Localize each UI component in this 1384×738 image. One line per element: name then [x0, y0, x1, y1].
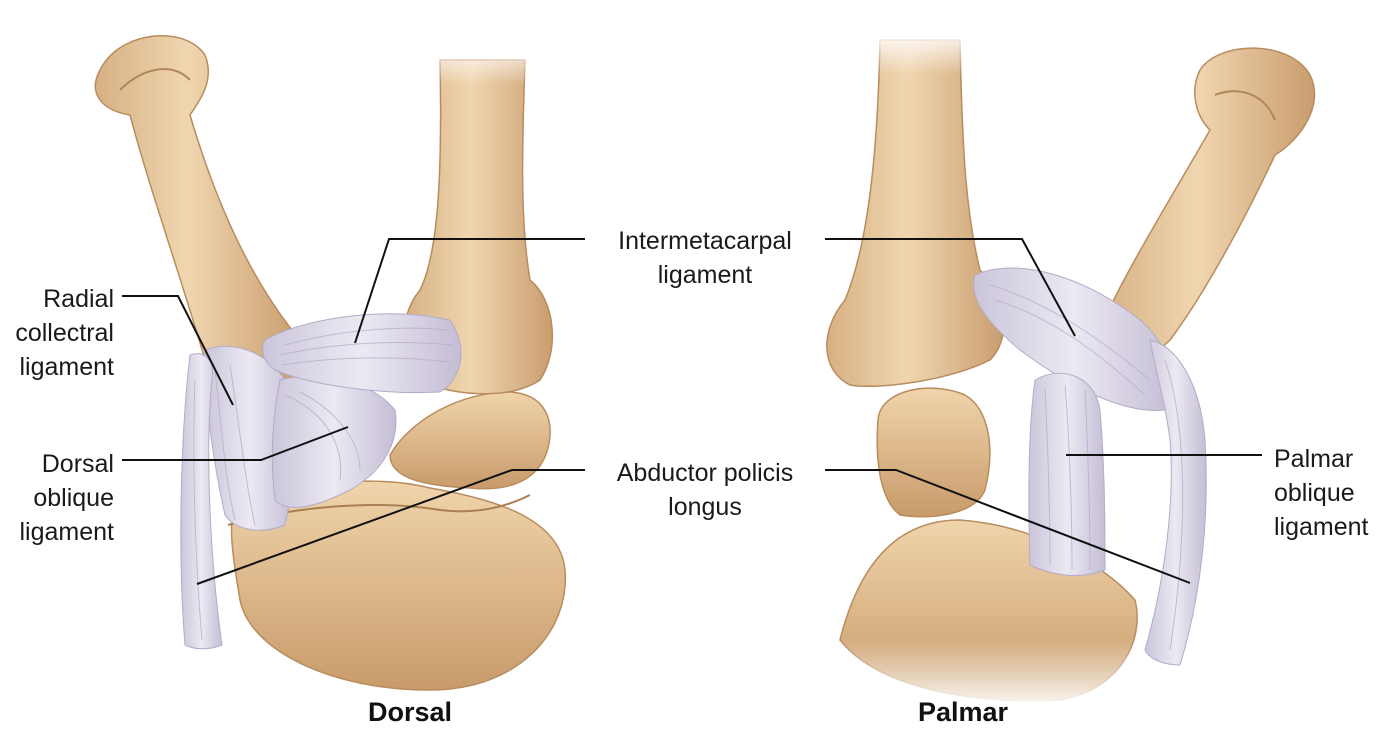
leader-radial-collateral [122, 295, 234, 406]
label-intermetacarpal-ligament: Intermetacarpal ligament [618, 227, 792, 289]
leader-intermetacarpal-palmar [825, 238, 1076, 337]
palmar-view [820, 30, 1316, 710]
leader-intermetacarpal-dorsal [354, 238, 585, 344]
label-radial-collateral-ligament: Radial collectral ligament [15, 285, 114, 381]
palmar-abductor-tendon [1144, 339, 1207, 666]
view-title-palmar: Palmar [918, 697, 1009, 727]
palmar-first-metacarpal [1099, 47, 1316, 359]
leader-dorsal-oblique [122, 426, 349, 461]
palmar-second-metacarpal [826, 39, 1005, 388]
label-abductor-policis-longus: Abductor policis longus [616, 459, 794, 521]
leader-lines [122, 238, 1262, 585]
label-palmar-oblique-ligament: Palmar oblique ligament [1274, 445, 1369, 541]
dorsal-trapezoid-bone [389, 391, 551, 490]
dorsal-view [94, 35, 567, 691]
dorsal-abductor-tendon [180, 353, 223, 650]
dorsal-second-metacarpal [403, 59, 553, 395]
palmar-trapezoid-bone [876, 387, 991, 518]
leader-abductor-dorsal [196, 469, 585, 585]
dorsal-intermetacarpal-ligament [262, 313, 462, 393]
leader-abductor-palmar [825, 469, 1191, 584]
palmar-oblique-ligament [1028, 372, 1106, 576]
dorsal-trapezium-bone [230, 480, 567, 691]
view-title-dorsal: Dorsal [368, 697, 453, 727]
label-dorsal-oblique-ligament: Dorsal oblique ligament [19, 450, 115, 546]
